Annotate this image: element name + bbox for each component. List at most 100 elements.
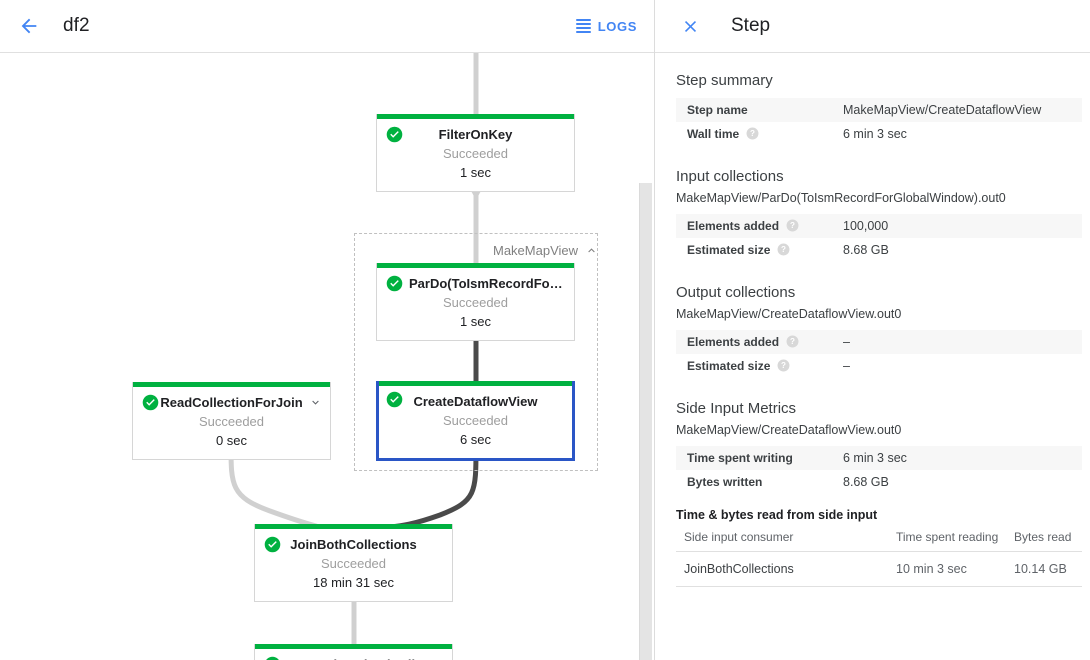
chevron-up-icon[interactable] — [585, 244, 598, 257]
node-body: JoinBothCollections Succeeded 18 min 31 … — [255, 529, 452, 601]
graph-node-pardo-toismrecordfor[interactable]: ParDo(ToIsmRecordFor… Succeeded 1 sec — [376, 263, 575, 341]
node-body: ReadCollectionForJoin Succeeded 0 sec — [133, 387, 330, 459]
graph-node-create-dataflow-view[interactable]: CreateDataflowView Succeeded 6 sec — [376, 381, 575, 461]
node-status-bar — [377, 114, 574, 119]
node-status-bar — [377, 263, 574, 268]
group-container-makemapview[interactable] — [354, 233, 598, 471]
graph-vertical-scrollbar[interactable] — [639, 183, 652, 660]
svg-text:?: ? — [781, 245, 786, 254]
node-status: Succeeded — [442, 413, 509, 428]
input-collection-name: MakeMapView/ParDo(ToIsmRecordForGlobalWi… — [676, 191, 1006, 205]
job-graph-pane: df2 LOGS — [0, 0, 655, 660]
node-time: 1 sec — [459, 314, 492, 329]
side-input-table-title: Time & bytes read from side input — [676, 508, 878, 522]
column-header-time-spent-reading[interactable]: Time spent reading — [888, 526, 1006, 552]
pane-splitter[interactable] — [654, 0, 655, 660]
row-key-text: Elements added — [687, 335, 780, 349]
row-key: Bytes written — [687, 475, 763, 489]
output-collection-name: MakeMapView/CreateDataflowView.out0 — [676, 307, 902, 321]
table-header: Side input consumer Time spent reading B… — [676, 526, 1082, 552]
step-summary-table: Step name MakeMapView/CreateDataflowView… — [676, 98, 1082, 146]
side-input-metrics-table: Time spent writing 6 min 3 sec Bytes wri… — [676, 446, 1082, 494]
step-panel-body: Step summary Step name MakeMapView/Creat… — [655, 53, 1090, 587]
graph-node-filter-on-key[interactable]: FilterOnKey Succeeded 1 sec — [376, 114, 575, 192]
row-value: 8.68 GB — [843, 475, 889, 489]
row-key-text: Wall time — [687, 127, 740, 141]
arrow-left-icon[interactable] — [12, 9, 46, 43]
table-header-row: Side input consumer Time spent reading B… — [676, 526, 1082, 552]
node-status: Succeeded — [198, 414, 265, 429]
node-time: 18 min 31 sec — [313, 575, 394, 590]
row-value: 6 min 3 sec — [843, 127, 907, 141]
column-header-bytes-read[interactable]: Bytes read — [1006, 526, 1082, 552]
column-header-side-input-consumer[interactable]: Side input consumer — [676, 526, 888, 552]
group-header-makemapview[interactable]: MakeMapView — [493, 243, 598, 258]
help-icon[interactable]: ? — [786, 219, 799, 232]
table-row: Bytes written 8.68 GB — [676, 470, 1082, 494]
step-panel-header: Step — [655, 0, 1090, 53]
node-status-bar — [379, 381, 572, 386]
table-row: Time spent writing 6 min 3 sec — [676, 446, 1082, 470]
check-circle-icon — [386, 275, 403, 292]
svg-text:?: ? — [781, 361, 786, 370]
node-status-bar — [255, 644, 452, 649]
row-key-text: Elements added — [687, 219, 780, 233]
table-row: Elements added? – — [676, 330, 1082, 354]
node-status-bar — [133, 382, 330, 387]
help-icon[interactable]: ? — [746, 127, 759, 140]
close-icon[interactable] — [676, 12, 704, 40]
row-key: Estimated size? — [676, 354, 843, 378]
table-body: JoinBothCollections 10 min 3 sec 10.14 G… — [676, 551, 1082, 587]
node-name: FilterOnKey — [438, 127, 513, 142]
section-heading-input-collections: Input collections — [676, 168, 784, 185]
table-row: Elements added? 100,000 — [676, 214, 1082, 238]
row-key: Elements added? — [676, 330, 843, 354]
row-value: – — [843, 359, 850, 373]
cell-side-input-consumer: JoinBothCollections — [676, 551, 888, 587]
node-body: OutputTheJoinedCollec… Succeeded 18 sec — [255, 649, 452, 660]
graph-node-read-collection-for-join[interactable]: ReadCollectionForJoin Succeeded 0 sec — [132, 382, 331, 460]
help-icon[interactable]: ? — [777, 243, 790, 256]
node-body: FilterOnKey Succeeded 1 sec — [377, 119, 574, 191]
row-key: Wall time? — [676, 122, 843, 146]
row-key-text: Estimated size — [687, 359, 771, 373]
help-icon[interactable]: ? — [786, 335, 799, 348]
check-circle-icon — [386, 126, 403, 143]
side-input-collection-name: MakeMapView/CreateDataflowView.out0 — [676, 423, 902, 437]
output-collections-table: Elements added? – Estimated size? – — [676, 330, 1082, 378]
node-body: ParDo(ToIsmRecordFor… Succeeded 1 sec — [377, 268, 574, 340]
node-name: ReadCollectionForJoin — [160, 395, 303, 410]
table-row[interactable]: JoinBothCollections 10 min 3 sec 10.14 G… — [676, 551, 1082, 587]
node-name: CreateDataflowView — [413, 394, 538, 409]
section-heading-step-summary: Step summary — [676, 72, 773, 89]
node-time: 1 sec — [459, 165, 492, 180]
cell-bytes-read: 10.14 GB — [1006, 551, 1082, 587]
row-value: 100,000 — [843, 219, 889, 233]
section-heading-output-collections: Output collections — [676, 284, 796, 301]
panel-title: Step — [731, 15, 771, 36]
table-row: Estimated size? 8.68 GB — [676, 238, 1082, 262]
graph-node-output-the-joined-collection[interactable]: OutputTheJoinedCollec… Succeeded 18 sec — [254, 644, 453, 660]
row-key: Estimated size? — [676, 238, 843, 262]
table-row: Step name MakeMapView/CreateDataflowView — [676, 98, 1082, 122]
chevron-down-icon[interactable] — [309, 396, 322, 409]
row-key-text: Estimated size — [687, 243, 771, 257]
svg-text:?: ? — [790, 221, 795, 230]
graph-canvas[interactable]: MakeMapView FilterOnKey Succeeded 1 sec — [0, 53, 655, 660]
check-circle-icon — [386, 391, 403, 408]
logs-button[interactable]: LOGS — [572, 13, 641, 40]
svg-text:?: ? — [790, 337, 795, 346]
input-collections-table: Elements added? 100,000 Estimated size? … — [676, 214, 1082, 262]
node-time: 6 sec — [459, 432, 492, 447]
node-name: JoinBothCollections — [290, 537, 417, 552]
node-time: 0 sec — [215, 433, 248, 448]
graph-node-join-both-collections[interactable]: JoinBothCollections Succeeded 18 min 31 … — [254, 524, 453, 602]
section-heading-side-input-metrics: Side Input Metrics — [676, 400, 797, 417]
side-input-read-table: Side input consumer Time spent reading B… — [676, 526, 1082, 587]
row-value: – — [843, 335, 850, 349]
check-circle-icon — [142, 394, 159, 411]
help-icon[interactable]: ? — [777, 359, 790, 372]
table-row: Estimated size? – — [676, 354, 1082, 378]
table-row: Wall time? 6 min 3 sec — [676, 122, 1082, 146]
